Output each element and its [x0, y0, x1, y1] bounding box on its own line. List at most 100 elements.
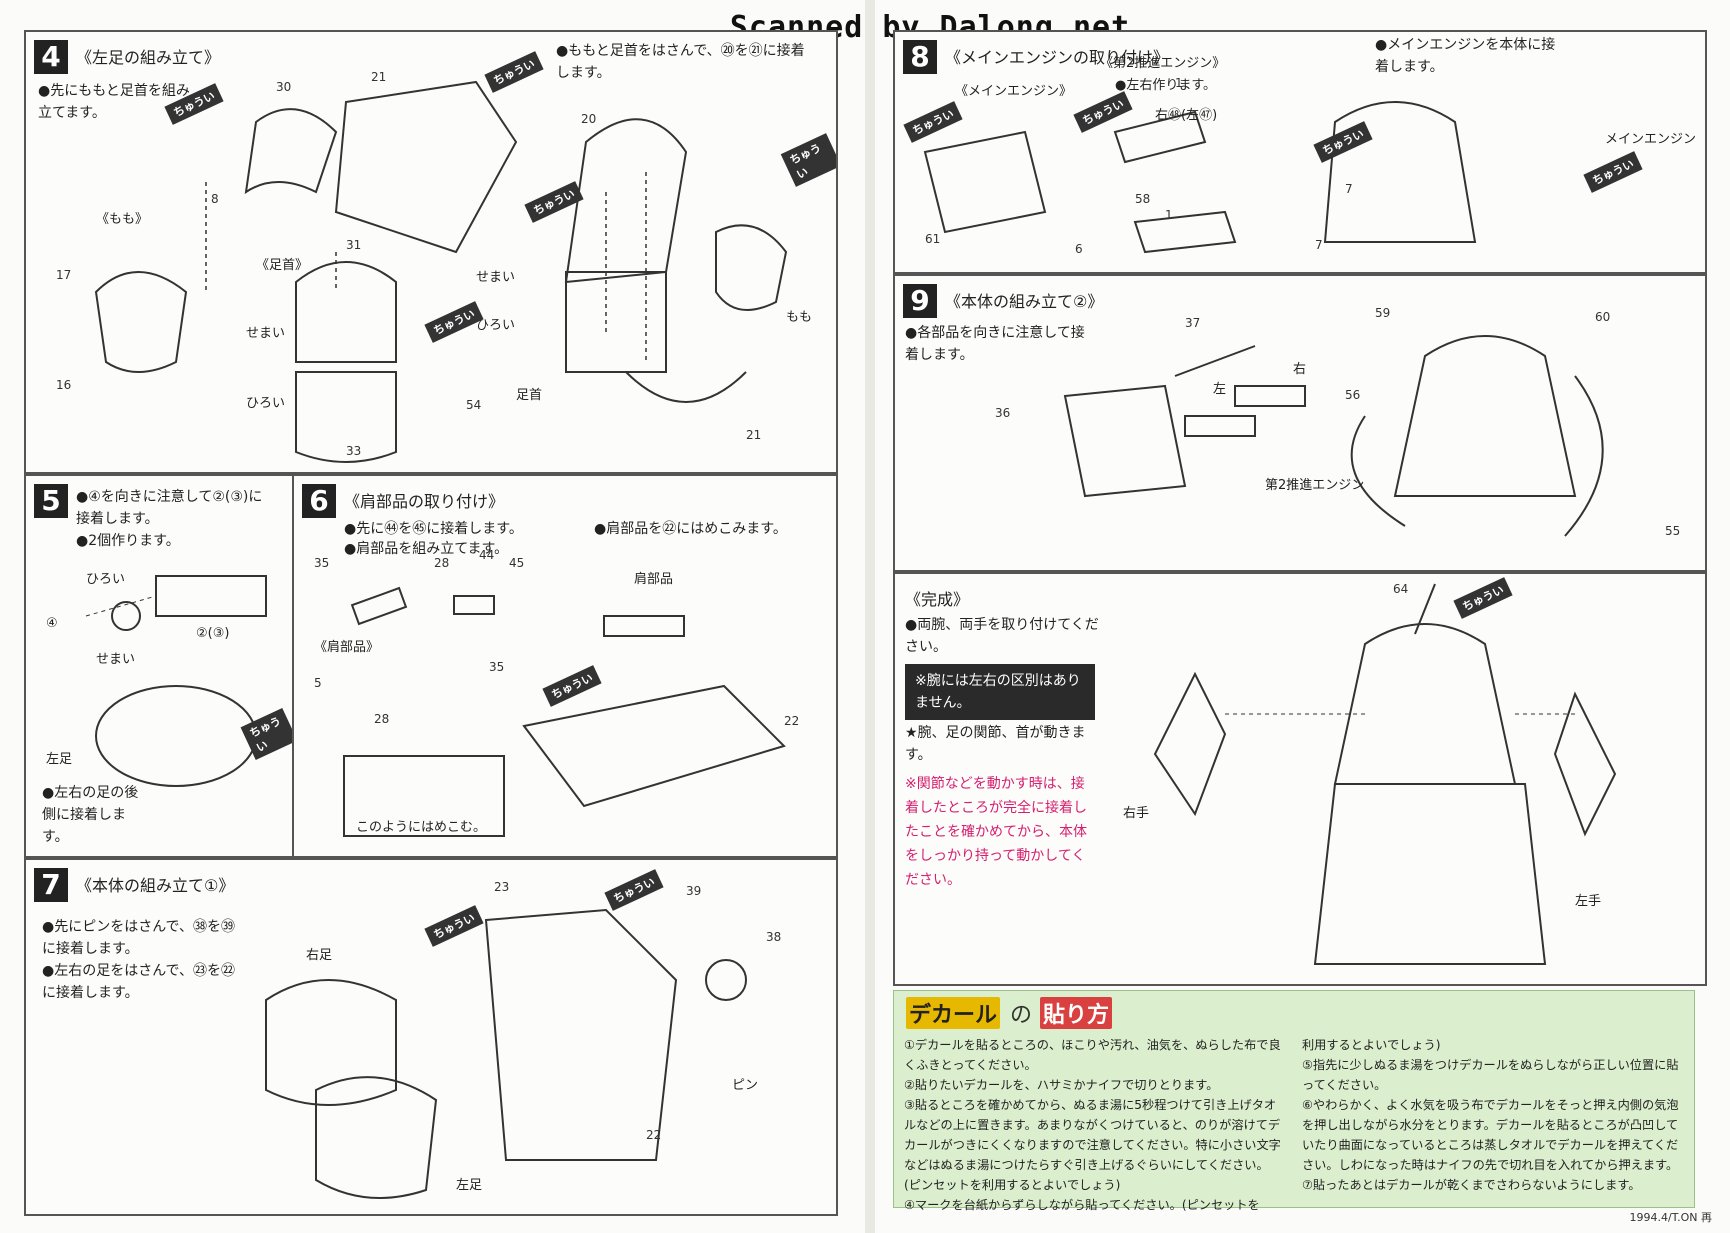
- shoulder-shape: [603, 615, 685, 637]
- label-semai: せまい: [476, 270, 516, 285]
- step-9-panel: 9 《本体の組み立て②》 ●各部品を向きに注意して接着します。 左 右 第2推進…: [893, 274, 1707, 572]
- part-55-pipe: [1564, 375, 1604, 537]
- part-number: 20: [581, 112, 597, 126]
- part-number: 5: [314, 676, 322, 690]
- part-number: 64: [1393, 582, 1409, 596]
- part-number: 1: [1165, 208, 1173, 222]
- complete-note: ●両腕、両手を取り付けてください。: [905, 617, 1099, 655]
- label-shoulder: 肩部品: [634, 572, 674, 587]
- part-30-shape: [244, 108, 338, 195]
- part-21-shape: [334, 80, 518, 254]
- step-7-diagram: [265, 908, 747, 1199]
- complete-legs-shape: [1313, 783, 1547, 965]
- part-number: 22: [646, 1128, 662, 1142]
- part-number: 59: [1375, 306, 1391, 320]
- step-title: 《メインエンジンの取り付け》: [945, 48, 1170, 67]
- label-semai: せまい: [246, 326, 286, 341]
- step-note: ●ももと足首をはさんで、⑳を㉑に接着します。: [556, 43, 805, 81]
- right-arm-shape: [1153, 671, 1227, 817]
- step-number: 5: [34, 484, 68, 518]
- part-number: 21: [746, 428, 762, 442]
- step-note: ●メインエンジンを本体に接着します。: [1375, 37, 1556, 75]
- label-right-hand: 右手: [1123, 806, 1150, 821]
- label-right-foot: 右足: [306, 948, 333, 963]
- part-number: 16: [56, 378, 72, 392]
- part-number: 7: [1345, 182, 1353, 196]
- decal-title-action: 貼り方: [1040, 997, 1113, 1029]
- label-momo: 《もも》: [96, 212, 149, 227]
- part-number: 28: [374, 712, 390, 726]
- decal-steps-col-1: ①デカールを貼るところの、ほこりや汚れ、油気を、ぬらした布で良くふきとってくださ…: [904, 1038, 1281, 1212]
- decal-steps-col-2: 利用するとよいでしょう) ⑤指先に少しぬるま湯をつけデカールをぬらしながら正しい…: [1302, 1038, 1679, 1192]
- ankle-lower-shape: [295, 371, 397, 463]
- complete-diagram: [1153, 583, 1617, 965]
- label-second-engine: 第2推進エンジン: [1265, 478, 1365, 493]
- part-64-shape: [1414, 583, 1436, 635]
- inset-box: [343, 755, 505, 837]
- label-semai: せまい: [96, 652, 136, 667]
- label-main-engine: 《メインエンジン》: [955, 84, 1073, 99]
- step-note: ●④を向きに注意して②(③)に接着します。: [76, 489, 263, 527]
- part-number: 33: [346, 444, 362, 458]
- main-engine-shape: [923, 130, 1047, 234]
- label-main-engine-2: メインエンジン: [1605, 132, 1697, 147]
- right-leg-shape: [265, 979, 397, 1106]
- part-number: 44: [479, 548, 495, 562]
- part-2-shape: [155, 575, 267, 617]
- part-number: 61: [925, 232, 941, 246]
- part-44-shape: [453, 595, 495, 615]
- part-4-shape: [111, 601, 141, 631]
- part-number: 60: [1595, 310, 1611, 324]
- label-hiroi: ひろい: [86, 572, 126, 587]
- step-7-panel: 7 《本体の組み立て①》 ●先にピンをはさんで、㊳を㊴に接着します。 ●左右の足…: [24, 858, 838, 1216]
- foot-block-shape: [565, 271, 667, 373]
- step-note: ●先に㊹を㊺に接着します。: [344, 521, 523, 537]
- label-left-foot: 左足: [46, 752, 73, 767]
- thigh-right-shape: [715, 224, 788, 311]
- part-35-shape: [350, 586, 408, 626]
- thigh-shape: [94, 271, 188, 373]
- step-6-panel: 6 《肩部品の取り付け》 ●先に㊹を㊺に接着します。 ●肩部品を組み立てます。 …: [292, 474, 838, 858]
- left-foot-shape: [95, 685, 257, 787]
- lower-part-shape: [625, 371, 747, 403]
- torso-part-shape: [1063, 384, 1187, 498]
- part-label: ②(③): [196, 626, 230, 641]
- step-note: ●肩部品を組み立てます。: [344, 541, 509, 557]
- label-momo-2: もも: [786, 310, 813, 325]
- label-left: 左: [1213, 382, 1227, 397]
- body-shape: [1393, 335, 1577, 497]
- step-4-panel: 4 《左足の組み立て》 ●先にももと足首を組み立てます。 ●ももと足首をはさんで…: [24, 30, 838, 474]
- label-ashikubi: 《足首》: [256, 258, 309, 273]
- part-number: 45: [509, 556, 525, 570]
- complete-panel: 《完成》 ●両腕、両手を取り付けてください。 ※腕には左右の区別はありません。 …: [893, 572, 1707, 986]
- sub-engine-shape: [1113, 110, 1207, 164]
- part-number: 8: [211, 192, 219, 206]
- label-left-hand: 左手: [1575, 894, 1602, 909]
- step-number: 6: [302, 484, 336, 518]
- thruster-right-shape: [1234, 385, 1306, 407]
- step-note: ●各部品を向きに注意して接着します。: [905, 325, 1085, 363]
- label-left-foot: 左足: [456, 1178, 483, 1193]
- part-number: 23: [494, 880, 510, 894]
- left-arm-shape: [1553, 691, 1617, 837]
- step-5-panel: 5 ●④を向きに注意して②(③)に接着します。 ●2個作ります。 ひろい せまい…: [24, 474, 294, 858]
- step-note: ●左右の足の後側に接着します。: [42, 785, 139, 845]
- label-right: 右: [1293, 362, 1307, 377]
- label-right-left: 右㊽(左㊼): [1155, 108, 1218, 123]
- step-number: 9: [903, 284, 937, 318]
- label-shoulder-group: 《肩部品》: [314, 640, 380, 655]
- part-number: 31: [346, 238, 362, 252]
- part-38-shape: [705, 959, 747, 1001]
- decal-title-particle: の: [1010, 1003, 1033, 1028]
- page-gutter: [865, 0, 875, 1233]
- label-hiroi: ひろい: [246, 396, 286, 411]
- step-number: 8: [903, 40, 937, 74]
- body-shape: [1323, 101, 1477, 243]
- ankle-shape: [295, 261, 397, 363]
- step-number: 7: [34, 868, 68, 902]
- decal-instructions: デカールの貼り方 ①デカールを貼るところの、ほこりや汚れ、油気を、ぬらした布で良…: [893, 990, 1695, 1212]
- part-37-shape: [1174, 345, 1256, 377]
- part-number: 28: [434, 556, 450, 570]
- step-title: 《肩部品の取り付け》: [344, 492, 505, 511]
- part-number: 35: [489, 660, 505, 674]
